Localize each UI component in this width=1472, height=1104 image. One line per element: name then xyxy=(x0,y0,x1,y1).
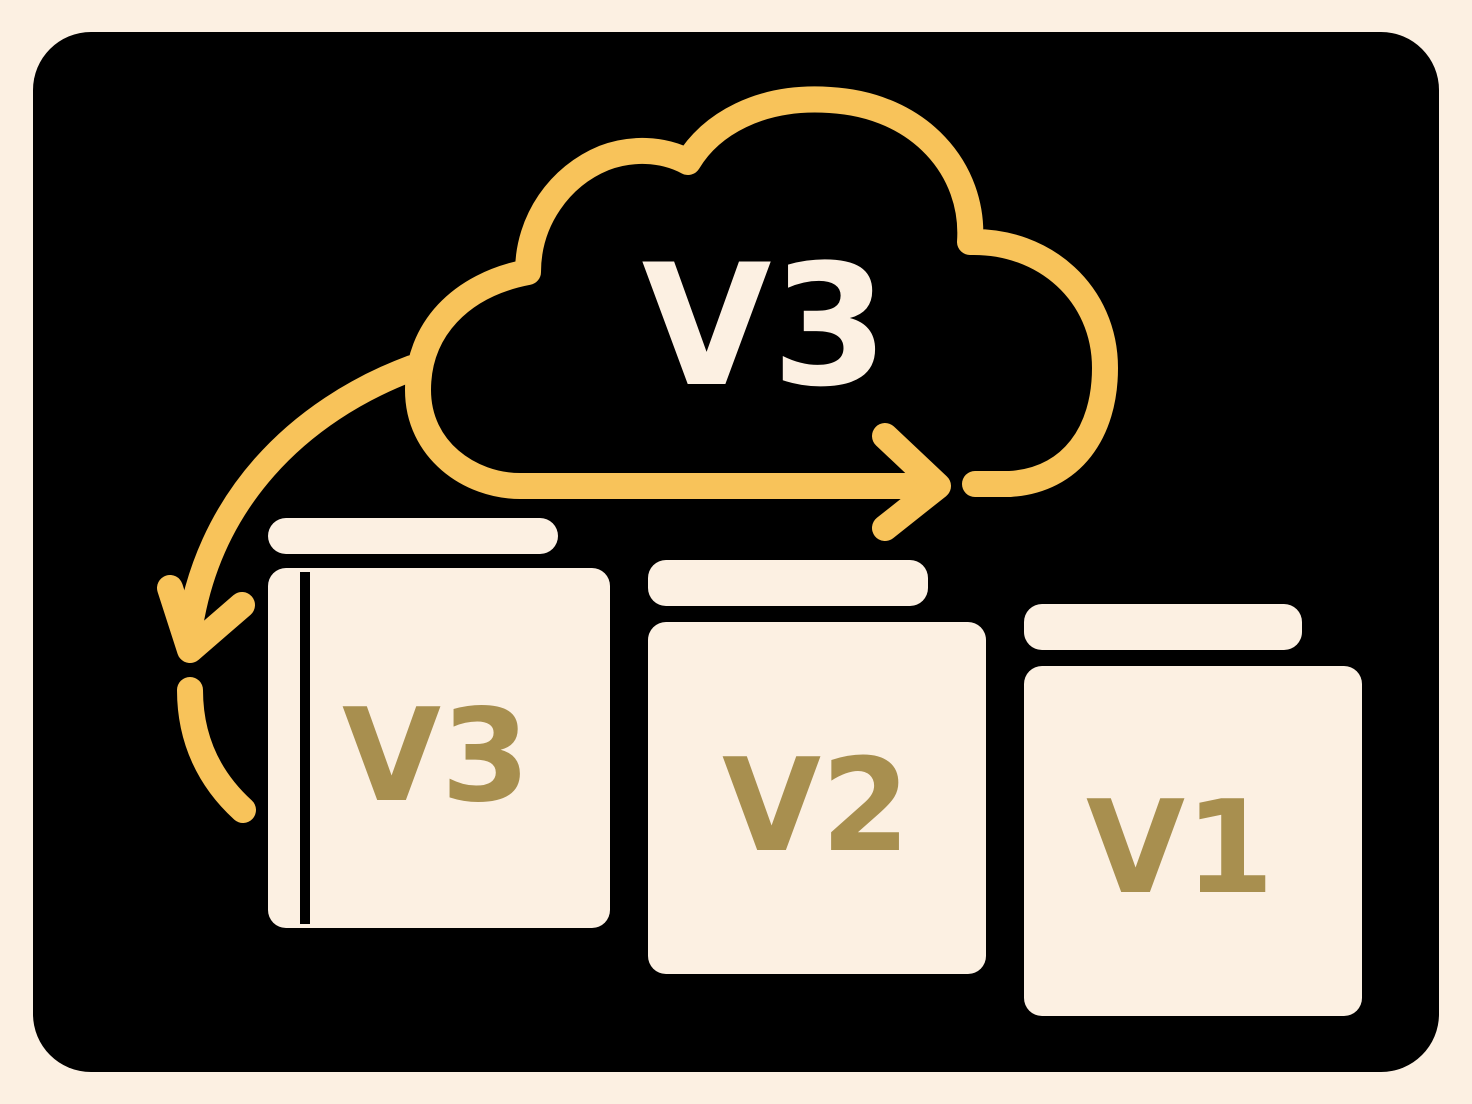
arrow-right-icon xyxy=(872,423,951,541)
folder-v2: V2 xyxy=(648,560,986,974)
arrow-down-left-icon xyxy=(157,355,425,823)
folder-icon xyxy=(1024,604,1362,1016)
folder-icon xyxy=(648,560,986,974)
cloud-icon xyxy=(405,86,1118,499)
folder-v3: V3 xyxy=(268,518,610,928)
folder-v3-label: V3 xyxy=(342,682,530,831)
folder-v1: V1 xyxy=(1024,604,1362,1016)
folder-icon xyxy=(268,518,610,928)
folder-v2-label: V2 xyxy=(722,732,910,881)
folder-v1-label: V1 xyxy=(1086,774,1274,923)
cloud-version-label: V3 xyxy=(642,228,889,424)
